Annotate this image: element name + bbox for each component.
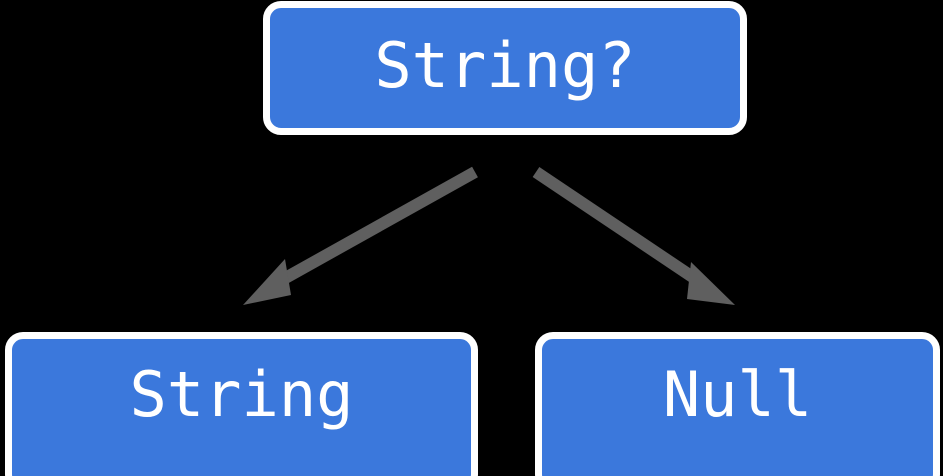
- node-null[interactable]: Null: [535, 332, 940, 476]
- node-string-label: String: [129, 358, 354, 431]
- edge-root-to-string: [243, 166, 478, 305]
- node-string-optional[interactable]: String?: [263, 1, 747, 135]
- edge-root-to-null: [532, 167, 735, 305]
- node-string-optional-label: String?: [374, 29, 636, 102]
- node-string[interactable]: String: [5, 332, 478, 476]
- node-null-label: Null: [662, 358, 813, 431]
